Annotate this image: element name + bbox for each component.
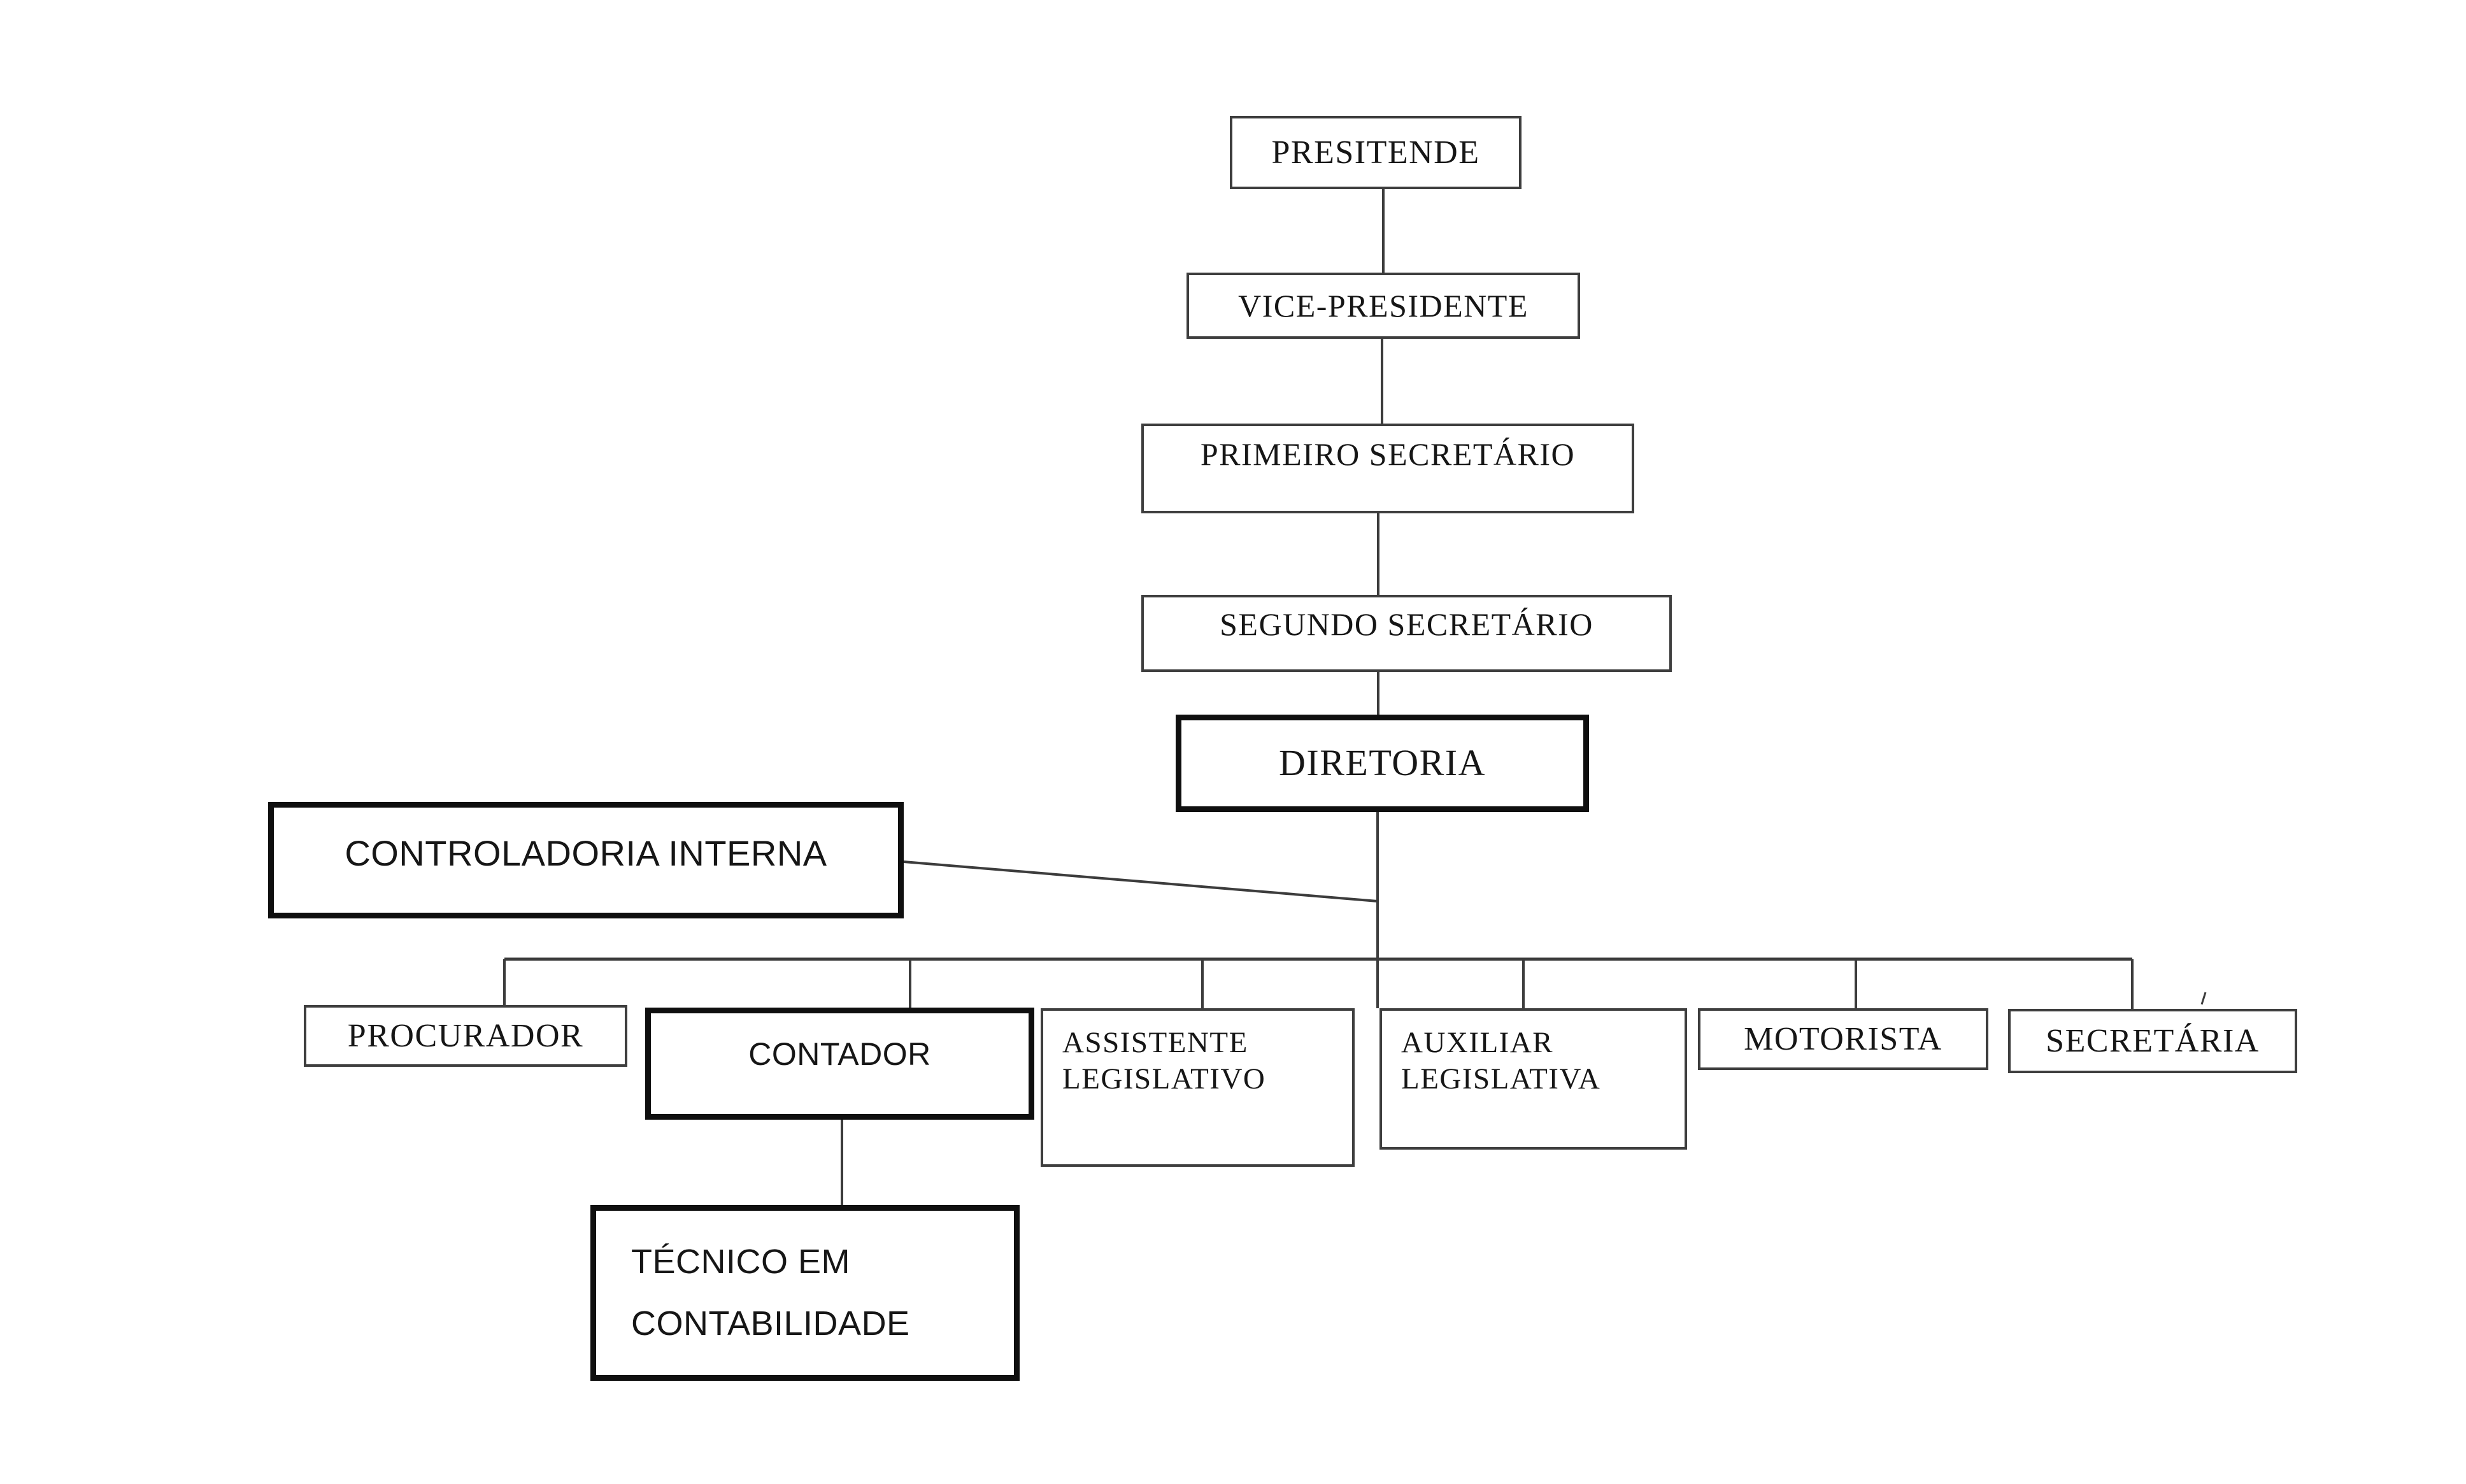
node-label: SECRETÁRIA <box>2046 1022 2260 1059</box>
node-segundo-secretario: SEGUNDO SECRETÁRIO <box>1141 595 1672 672</box>
node-label: TÉCNICO EM <box>631 1242 851 1281</box>
node-label: VICE-PRESIDENTE <box>1238 287 1529 324</box>
node-label: CONTABILIDADE <box>631 1304 910 1343</box>
node-primeiro-secretario: PRIMEIRO SECRETÁRIO <box>1141 424 1634 513</box>
node-label: PRIMEIRO SECRETÁRIO <box>1200 436 1576 472</box>
node-controladoria-interna: CONTROLADORIA INTERNA <box>268 802 904 918</box>
node-label: MOTORISTA <box>1744 1020 1942 1057</box>
node-label: DIRETORIA <box>1279 742 1486 784</box>
node-label: ASSISTENTE <box>1062 1026 1248 1059</box>
connector-controladoria-link <box>903 860 1378 903</box>
node-procurador: PROCURADOR <box>304 1005 627 1067</box>
node-label: PRESITENDE <box>1271 134 1480 171</box>
node-label: CONTROLADORIA INTERNA <box>345 833 827 874</box>
node-diretoria: DIRETORIA <box>1176 715 1589 812</box>
node-presitende: PRESITENDE <box>1230 116 1522 189</box>
node-secretaria: SECRETÁRIA <box>2008 1009 2297 1073</box>
node-tecnico-em-contabilidade: TÉCNICO EM CONTABILIDADE <box>590 1205 1020 1381</box>
node-vice-presidente: VICE-PRESIDENTE <box>1187 273 1580 339</box>
node-label: PROCURADOR <box>347 1017 584 1054</box>
node-label: LEGISLATIVO <box>1062 1062 1266 1096</box>
node-label: SEGUNDO SECRETÁRIO <box>1220 606 1593 642</box>
node-label: LEGISLATIVA <box>1401 1062 1601 1096</box>
node-contador: CONTADOR <box>645 1008 1034 1120</box>
node-label: CONTADOR <box>748 1036 931 1072</box>
node-motorista: MOTORISTA <box>1698 1008 1988 1070</box>
connector-stray-mark <box>2200 992 2207 1005</box>
node-label: AUXILIAR <box>1401 1026 1554 1059</box>
